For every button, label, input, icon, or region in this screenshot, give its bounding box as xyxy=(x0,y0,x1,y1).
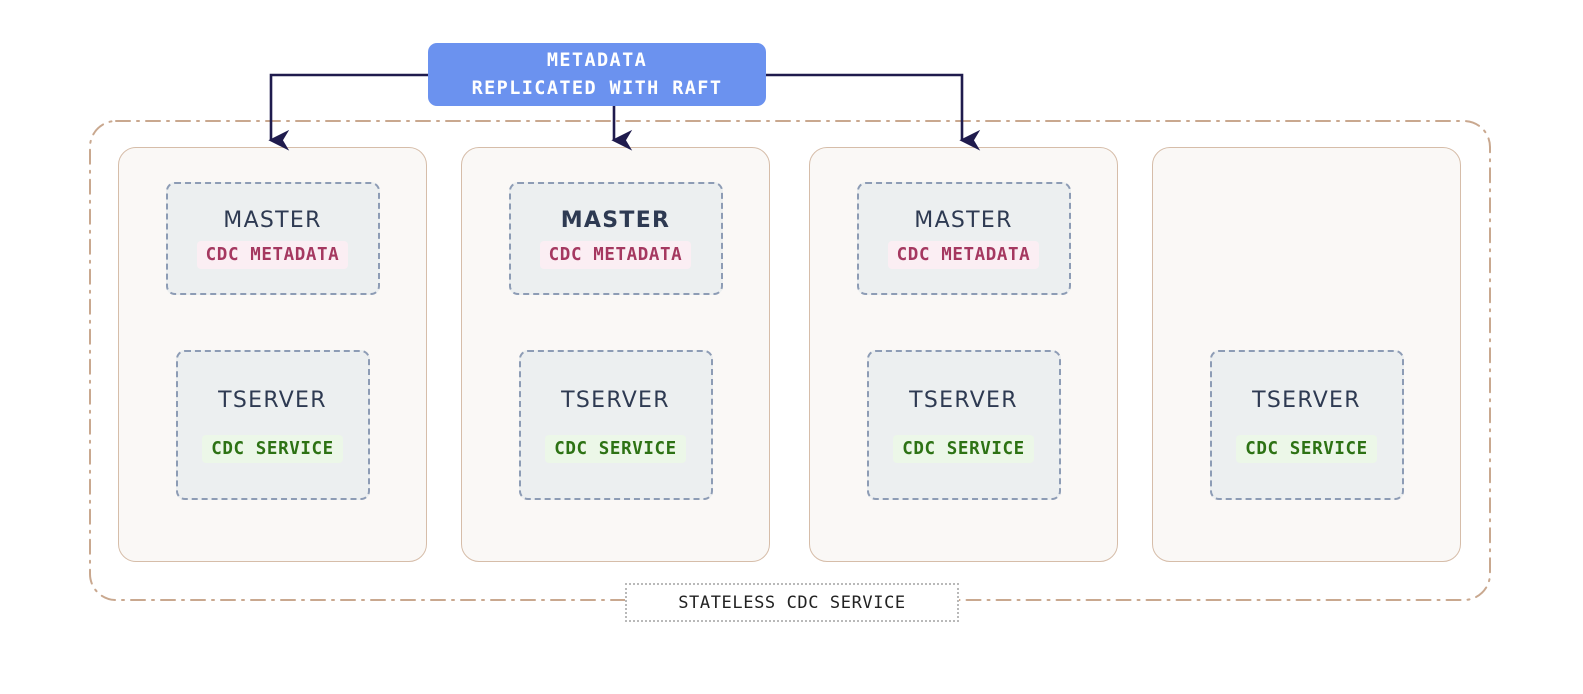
tserver-label-1: TSERVER xyxy=(218,387,327,413)
master-component-2[interactable]: MASTER CDC METADATA xyxy=(508,182,723,295)
master-component-1[interactable]: MASTER CDC METADATA xyxy=(165,182,380,295)
cdc-service-badge-2: CDC SERVICE xyxy=(545,434,686,463)
master-label-3: MASTER xyxy=(914,208,1013,233)
cdc-service-badge-4: CDC SERVICE xyxy=(1236,434,1377,463)
node-card-2[interactable]: MASTER CDC METADATA TSERVER CDC SERVICE xyxy=(461,147,770,562)
node-card-1[interactable]: MASTER CDC METADATA TSERVER CDC SERVICE xyxy=(118,147,427,562)
tserver-component-4[interactable]: TSERVER CDC SERVICE xyxy=(1209,350,1404,500)
master-label-1: MASTER xyxy=(223,208,322,233)
master-label-2: MASTER xyxy=(560,208,671,233)
tserver-label-3: TSERVER xyxy=(909,387,1018,413)
cdc-service-badge-3: CDC SERVICE xyxy=(893,434,1034,463)
tserver-label-2: TSERVER xyxy=(561,387,670,413)
node-card-3[interactable]: MASTER CDC METADATA TSERVER CDC SERVICE xyxy=(809,147,1118,562)
cdc-metadata-badge-1: CDC METADATA xyxy=(196,241,349,269)
tserver-component-1[interactable]: TSERVER CDC SERVICE xyxy=(175,350,370,500)
metadata-title-line2: REPLICATED WITH RAFT xyxy=(471,77,723,99)
metadata-title-line1: METADATA xyxy=(546,49,648,71)
cdc-metadata-badge-3: CDC METADATA xyxy=(887,241,1040,269)
master-component-3[interactable]: MASTER CDC METADATA xyxy=(856,182,1071,295)
arrow-to-node-3 xyxy=(766,73,981,151)
metadata-raft-box[interactable]: METADATA REPLICATED WITH RAFT xyxy=(428,43,766,106)
tserver-component-2[interactable]: TSERVER CDC SERVICE xyxy=(518,350,713,500)
node-card-4[interactable]: TSERVER CDC SERVICE xyxy=(1152,147,1461,562)
cdc-service-badge-1: CDC SERVICE xyxy=(202,434,343,463)
cluster-caption: STATELESS CDC SERVICE xyxy=(625,583,959,622)
cluster-caption-label: STATELESS CDC SERVICE xyxy=(678,592,906,613)
tserver-component-3[interactable]: TSERVER CDC SERVICE xyxy=(866,350,1061,500)
tserver-label-4: TSERVER xyxy=(1252,387,1361,413)
arrow-to-node-1 xyxy=(268,73,428,151)
cdc-metadata-badge-2: CDC METADATA xyxy=(539,241,692,269)
